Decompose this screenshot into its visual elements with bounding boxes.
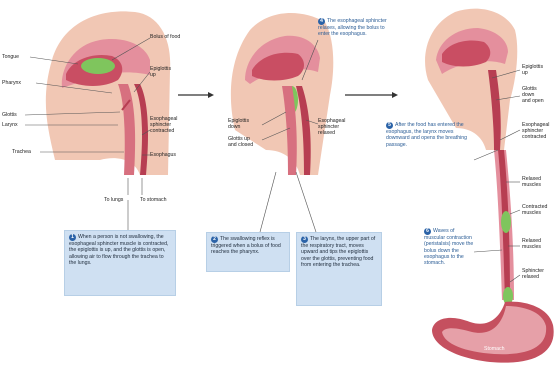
step3-badge: 3 [301, 236, 308, 243]
label-esophageal-sphincter-contracted: Esophageal sphincter contracted [150, 116, 177, 134]
step2-box: 2The swallowing reflex is triggered when… [206, 232, 290, 272]
step6-callout: 6Waves of muscular contraction (peristal… [424, 228, 476, 266]
step5-badge: 5 [386, 122, 393, 129]
step6-badge: 6 [424, 228, 431, 235]
label-epiglottis-up: Epiglottis up [150, 66, 171, 78]
label-p3-epiglottis-up: Epiglottis up [522, 64, 543, 76]
step4-text: The esophageal sphincter relaxes, allowi… [318, 18, 387, 37]
step4-callout: 4The esophageal sphincter relaxes, allow… [318, 18, 392, 38]
label-relaxed-muscles-1: Relaxed muscles [522, 176, 541, 188]
label-glottis-up-closed: Glottis up and closed [228, 136, 253, 148]
bolus-panel3 [501, 211, 511, 233]
label-contracted-muscles: Contracted muscles [522, 204, 547, 216]
label-p3-esophageal-sphincter-contracted: Esophageal sphincter contracted [522, 122, 549, 140]
label-relaxed-muscles-2: Relaxed muscles [522, 238, 541, 250]
step5-callout: 5After the food has entered the esophagu… [386, 122, 474, 148]
step1-text: When a person is not swallowing, the eso… [69, 234, 168, 266]
label-tongue: Tongue [2, 54, 19, 60]
label-stomach: Stomach [484, 346, 504, 352]
label-bolus: Bolus of food [150, 34, 180, 40]
step2-text: The swallowing reflex is triggered when … [211, 236, 281, 255]
step5-text: After the food has entered the esophagus… [386, 122, 467, 148]
label-to-stomach: To stomach [140, 197, 167, 203]
label-esophageal-sphincter-relaxed: Esophageal sphincter relaxed [318, 118, 345, 136]
step3-text: The larynx, the upper part of the respir… [301, 236, 375, 268]
label-epiglottis-down: Epiglottis down [228, 118, 249, 130]
label-esophagus: Esophagus [150, 152, 176, 158]
bolus-panel1 [81, 58, 115, 74]
label-glottis: Glottis [2, 112, 17, 118]
step2-badge: 2 [211, 236, 218, 243]
step6-text: Waves of muscular contraction (peristals… [424, 228, 473, 266]
step1-badge: 1 [69, 234, 76, 241]
label-pharynx: Pharynx [2, 80, 21, 86]
label-larynx: Larynx [2, 122, 18, 128]
label-to-lungs: To lungs [104, 197, 123, 203]
label-glottis-down-open: Glottis down and open [522, 86, 544, 104]
step1-box: 1When a person is not swallowing, the es… [64, 230, 176, 296]
step3-box: 3The larynx, the upper part of the respi… [296, 232, 382, 306]
step4-badge: 4 [318, 18, 325, 25]
label-sphincter-relaxed: Sphincter relaxed [522, 268, 544, 280]
label-trachea: Trachea [12, 149, 31, 155]
